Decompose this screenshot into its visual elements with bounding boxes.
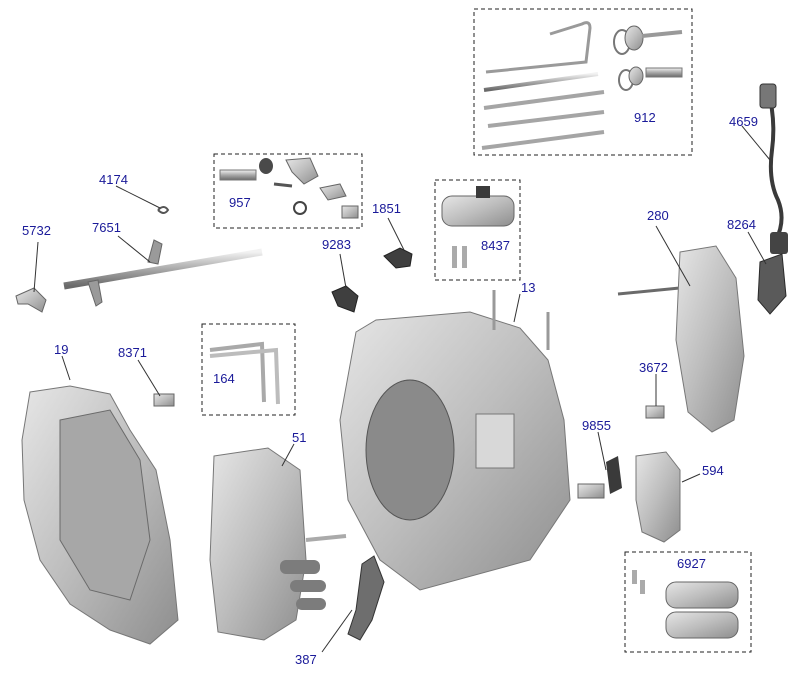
callout-4659[interactable]: 4659 bbox=[729, 114, 758, 129]
part-594-cover[interactable] bbox=[635, 451, 681, 543]
part-1851-sensor[interactable] bbox=[383, 247, 413, 269]
group-box-6927 bbox=[624, 551, 752, 653]
part-8437-solenoid[interactable] bbox=[441, 186, 515, 268]
part-19-case[interactable] bbox=[21, 385, 179, 645]
callout-1851[interactable]: 1851 bbox=[372, 201, 401, 216]
callout-3672[interactable]: 3672 bbox=[639, 360, 668, 375]
callout-5732[interactable]: 5732 bbox=[22, 223, 51, 238]
callout-957[interactable]: 957 bbox=[229, 195, 251, 210]
callout-8437[interactable]: 8437 bbox=[481, 238, 510, 253]
part-280-cover[interactable] bbox=[617, 245, 745, 433]
callout-4174[interactable]: 4174 bbox=[99, 172, 128, 187]
part-9283-sensor[interactable] bbox=[331, 285, 359, 313]
callout-13[interactable]: 13 bbox=[521, 280, 536, 295]
callout-19[interactable]: 19 bbox=[54, 342, 69, 357]
callout-8371[interactable]: 8371 bbox=[118, 345, 147, 360]
callout-164[interactable]: 164 bbox=[213, 371, 235, 386]
part-9855-sensor[interactable] bbox=[577, 456, 622, 499]
callout-594[interactable]: 594 bbox=[702, 463, 724, 478]
callout-8264[interactable]: 8264 bbox=[727, 217, 756, 232]
leader-lines bbox=[33, 125, 771, 653]
part-912-rods[interactable] bbox=[481, 21, 683, 150]
part-164-tubes[interactable] bbox=[209, 341, 280, 405]
group-box-912 bbox=[473, 8, 693, 156]
part-387-fork[interactable] bbox=[347, 555, 385, 641]
callout-6927[interactable]: 6927 bbox=[677, 556, 706, 571]
callout-280[interactable]: 280 bbox=[647, 208, 669, 223]
part-4174-clip[interactable] bbox=[157, 206, 170, 214]
part-8264-switch[interactable] bbox=[757, 253, 787, 315]
callout-51[interactable]: 51 bbox=[292, 430, 307, 445]
group-box-8437 bbox=[434, 179, 521, 281]
part-7651-shaft[interactable] bbox=[63, 239, 263, 307]
group-box-957 bbox=[213, 153, 363, 229]
callout-9855[interactable]: 9855 bbox=[582, 418, 611, 433]
part-6927-solenoids[interactable] bbox=[632, 570, 739, 639]
part-13-main-case[interactable] bbox=[339, 290, 571, 591]
callout-9283[interactable]: 9283 bbox=[322, 237, 351, 252]
part-957-kit[interactable] bbox=[219, 157, 359, 219]
part-5732-lever[interactable] bbox=[15, 287, 47, 313]
group-box-164 bbox=[201, 323, 296, 416]
part-3672-fitting[interactable] bbox=[645, 405, 665, 419]
callout-7651[interactable]: 7651 bbox=[92, 220, 121, 235]
part-4659-harness[interactable] bbox=[759, 83, 788, 254]
part-51-valve-body[interactable] bbox=[209, 447, 347, 641]
part-8371-fitting[interactable] bbox=[153, 393, 175, 407]
callout-387[interactable]: 387 bbox=[295, 652, 317, 667]
callout-912[interactable]: 912 bbox=[634, 110, 656, 125]
